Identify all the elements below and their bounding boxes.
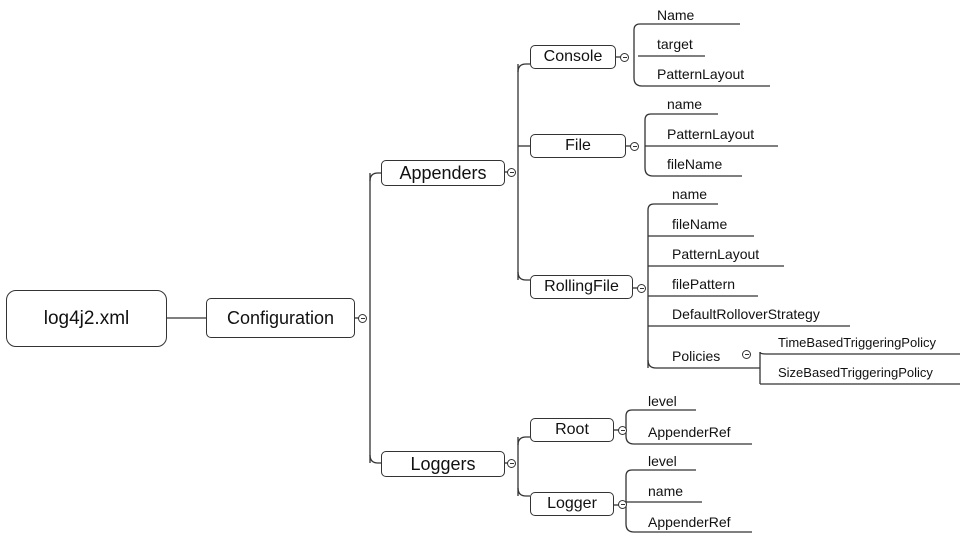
collapse-toggle-icon[interactable] xyxy=(618,500,627,509)
node-appenders-label: Appenders xyxy=(399,162,487,183)
leaf-rolling-rollover-strategy[interactable]: DefaultRolloverStrategy xyxy=(672,306,820,322)
leaf-file-name[interactable]: name xyxy=(667,96,703,112)
collapse-toggle-icon[interactable] xyxy=(507,459,516,468)
leaf-rolling-filepattern[interactable]: filePattern xyxy=(672,276,736,292)
leaf-logger-name[interactable]: name xyxy=(648,483,684,499)
node-configuration-label: Configuration xyxy=(226,307,335,328)
root-node-log4j2[interactable]: log4j2.xml xyxy=(6,290,167,347)
node-root-logger-label: Root xyxy=(555,421,589,438)
node-logger[interactable]: Logger xyxy=(530,492,614,516)
node-loggers[interactable]: Loggers xyxy=(381,451,505,477)
root-node-label: log4j2.xml xyxy=(43,307,130,329)
leaf-root-appenderref[interactable]: AppenderRef xyxy=(648,424,731,440)
node-rolling-file-label: RollingFile xyxy=(544,278,619,295)
leaf-rolling-name[interactable]: name xyxy=(672,186,708,202)
leaf-console-patternlayout[interactable]: PatternLayout xyxy=(657,66,745,82)
leaf-rolling-patternlayout[interactable]: PatternLayout xyxy=(672,246,760,262)
collapse-toggle-icon[interactable] xyxy=(620,53,629,62)
node-policies[interactable]: Policies xyxy=(672,348,721,364)
leaf-size-based-policy[interactable]: SizeBasedTriggeringPolicy xyxy=(778,365,933,380)
node-console[interactable]: Console xyxy=(530,45,616,69)
collapse-toggle-icon[interactable] xyxy=(742,350,751,359)
leaf-file-patternlayout[interactable]: PatternLayout xyxy=(667,126,755,142)
leaf-file-filename[interactable]: fileName xyxy=(667,156,723,172)
leaf-logger-appenderref[interactable]: AppenderRef xyxy=(648,514,731,530)
leaf-root-level[interactable]: level xyxy=(648,393,677,409)
leaf-console-name[interactable]: Name xyxy=(657,7,695,23)
node-loggers-label: Loggers xyxy=(410,453,476,474)
collapse-toggle-icon[interactable] xyxy=(358,314,367,323)
collapse-toggle-icon[interactable] xyxy=(507,168,516,177)
leaf-rolling-filename[interactable]: fileName xyxy=(672,216,728,232)
node-console-label: Console xyxy=(543,48,603,65)
node-logger-label: Logger xyxy=(547,495,597,512)
node-file[interactable]: File xyxy=(530,134,626,158)
collapse-toggle-icon[interactable] xyxy=(630,142,639,151)
leaf-console-target[interactable]: target xyxy=(657,36,693,52)
node-appenders[interactable]: Appenders xyxy=(381,160,505,186)
node-root-logger[interactable]: Root xyxy=(530,418,614,442)
node-file-label: File xyxy=(565,137,591,154)
collapse-toggle-icon[interactable] xyxy=(637,284,646,293)
node-configuration[interactable]: Configuration xyxy=(206,298,355,338)
collapse-toggle-icon[interactable] xyxy=(618,426,627,435)
node-rolling-file[interactable]: RollingFile xyxy=(530,275,633,299)
leaf-time-based-policy[interactable]: TimeBasedTriggeringPolicy xyxy=(778,335,936,350)
leaf-logger-level[interactable]: level xyxy=(648,453,677,469)
